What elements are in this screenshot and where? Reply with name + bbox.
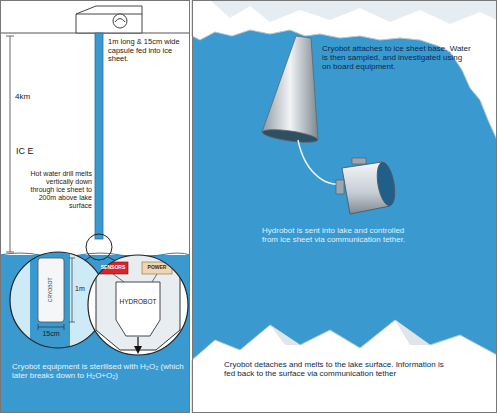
step-caption: Cryobot attaches to ice sheet base. Wate… [322, 44, 472, 72]
cryobot-cone-part [262, 127, 319, 145]
drill-note: Hot water drill melts vertically down th… [28, 170, 92, 210]
dimension-label: 1m [75, 285, 85, 293]
step-caption: Hydrobot is sent into lake and controlle… [262, 226, 414, 244]
part-label: HYDROBOT [120, 298, 157, 305]
depth-dimension [6, 36, 14, 252]
cryobot-cone-part [262, 36, 318, 140]
left-panel-part [0, 0, 190, 413]
hydrobot-inset-part-part [152, 274, 157, 282]
part-label: CRYOBOT [48, 278, 54, 303]
cryobot-inset-part-part [69, 322, 75, 323]
hydrobot-inset-part-part [96, 255, 180, 350]
surface-building-part [76, 6, 142, 33]
communication-tether [298, 140, 345, 184]
hydrobot-inset-part-part [134, 346, 142, 354]
left-panel [0, 0, 190, 413]
right-panel-part [395, 320, 430, 345]
zoom-circle [84, 234, 116, 261]
sterilisation-note: Cryobot equipment is sterilised with H₂O… [12, 362, 184, 380]
hydrobot-part [352, 158, 366, 164]
right-panel-part [192, 0, 497, 140]
surface-building-part [76, 14, 142, 15]
hydrobot-inset-part [88, 255, 188, 355]
part-label: POWER [148, 265, 167, 271]
hydrobot-inset-part [96, 255, 180, 354]
hydrobot-part [374, 161, 397, 207]
part-label: SENSORS [101, 265, 125, 271]
hydrobot-part [336, 180, 344, 194]
hydrobot-inset-part [88, 255, 188, 355]
left-panel-part [1, 1, 190, 413]
region-label: IC E [16, 146, 34, 156]
zoom-circle-part [86, 234, 112, 260]
cryobot-inset-part-part [38, 258, 64, 322]
right-panel-part [193, 1, 497, 413]
right-panel-part [210, 0, 497, 24]
cryobot-inset-part-part [38, 327, 64, 328]
right-panel-part [270, 325, 300, 345]
communication-tether-part [298, 140, 345, 184]
borehole-part [95, 33, 103, 239]
cryobot-inset-part-part [72, 258, 73, 322]
hydrobot-inset-part-part [113, 274, 124, 282]
cryobot-inset-part-part [64, 324, 65, 330]
cryobot-inset-part-part [38, 324, 39, 330]
hydrobot-inset-part-part [116, 282, 160, 336]
depth-dimension-part [10, 36, 11, 252]
capsule-note: 1m long & 15cm wide capsule fed into ice… [108, 38, 186, 64]
surface-building-part [113, 14, 127, 28]
borehole [95, 33, 103, 239]
surface-building [76, 6, 142, 33]
right-panel-part [192, 0, 497, 413]
cryobot-cone [262, 36, 319, 145]
right-panel-part [192, 320, 497, 413]
dimension-label: 15cm [42, 330, 59, 338]
cryobot-inset-part-part [69, 258, 75, 259]
dimension-label: 4km [15, 92, 30, 101]
cryobot-inset-part [30, 250, 75, 350]
surface-building-part [115, 19, 125, 23]
depth-dimension-part [6, 252, 14, 253]
hydrobot [336, 158, 398, 214]
left-panel-part [0, 253, 190, 257]
step-caption: Cryobot detaches and melts to the lake s… [224, 360, 446, 378]
right-panel [192, 0, 497, 413]
hydrobot-inset-part-part [98, 262, 128, 274]
cryobot-inset-part-part [30, 250, 70, 350]
hydrobot-inset [88, 255, 188, 355]
depth-dimension-part [6, 36, 14, 37]
hydrobot-inset-part-part [142, 262, 172, 274]
